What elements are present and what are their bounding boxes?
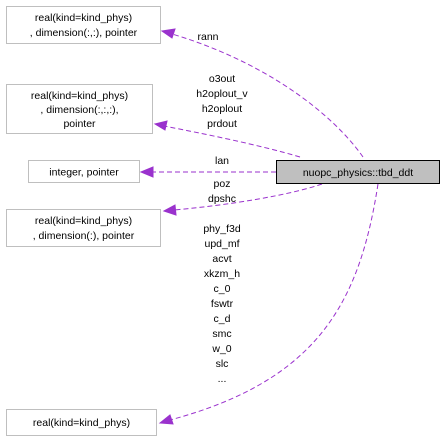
edge-label: smc bbox=[212, 328, 231, 340]
edge-label: xkzm_h bbox=[204, 268, 240, 280]
edge-poz-group: poz dpshc bbox=[162, 178, 323, 216]
node-box bbox=[6, 209, 161, 247]
type-node-real-2d-pointer[interactable]: real(kind=kind_phys) , dimension(:,:), p… bbox=[6, 6, 161, 44]
edge-label: acvt bbox=[212, 253, 231, 265]
edge-label: h2oplout bbox=[202, 103, 242, 115]
edge-label: slc bbox=[216, 358, 229, 370]
node-label-line: pointer bbox=[63, 118, 96, 130]
edge-label: w_0 bbox=[211, 343, 231, 355]
node-box bbox=[6, 84, 153, 134]
node-label-line: real(kind=kind_phys) bbox=[33, 417, 130, 429]
edge-label: fswtr bbox=[211, 298, 234, 310]
edge-label: phy_f3d bbox=[203, 223, 241, 235]
node-label-line: , dimension(:,:,:), bbox=[40, 104, 118, 116]
node-label-line: real(kind=kind_phys) bbox=[31, 90, 128, 102]
edge-lan: lan bbox=[139, 155, 276, 178]
node-label-line: real(kind=kind_phys) bbox=[35, 12, 132, 24]
edge-label: c_0 bbox=[214, 283, 231, 295]
edge-arrowhead bbox=[158, 414, 174, 425]
edge-phy-f3d-group: phy_f3d upd_mf acvt xkzm_h c_0 fswtr c_d… bbox=[158, 183, 379, 425]
edge-line bbox=[163, 125, 301, 158]
edge-label: lan bbox=[215, 155, 229, 167]
node-box bbox=[28, 160, 140, 183]
main-node-tbd-ddt[interactable]: nuopc_physics::tbd_ddt bbox=[276, 160, 440, 184]
node-box bbox=[6, 6, 161, 44]
edge-label: c_d bbox=[214, 313, 231, 325]
edge-label: prdout bbox=[207, 118, 237, 130]
node-box bbox=[6, 409, 157, 436]
edge-label: ... bbox=[218, 373, 227, 385]
type-node-real-3d-pointer[interactable]: real(kind=kind_phys) , dimension(:,:,:),… bbox=[6, 84, 153, 134]
node-label-line: real(kind=kind_phys) bbox=[35, 215, 132, 227]
edge-arrowhead bbox=[160, 28, 176, 39]
edge-label: h2oplout_v bbox=[196, 88, 248, 100]
type-node-real-1d-pointer[interactable]: real(kind=kind_phys) , dimension(:), poi… bbox=[6, 209, 161, 247]
edge-o3out-group: o3out h2oplout_v h2oplout prdout bbox=[153, 73, 301, 158]
node-label-line: , dimension(:,:), pointer bbox=[30, 27, 138, 39]
type-node-integer-pointer[interactable]: integer, pointer bbox=[28, 160, 140, 183]
node-label-line: integer, pointer bbox=[49, 167, 119, 179]
edge-label: rann bbox=[197, 31, 218, 43]
type-node-real-scalar[interactable]: real(kind=kind_phys) bbox=[6, 409, 157, 436]
edge-line bbox=[173, 183, 323, 211]
edge-arrowhead bbox=[153, 120, 168, 131]
edge-arrowhead bbox=[139, 166, 154, 178]
edge-label: poz bbox=[214, 178, 231, 190]
edge-label: dpshc bbox=[208, 193, 236, 205]
edge-line bbox=[169, 183, 379, 421]
main-node-label: nuopc_physics::tbd_ddt bbox=[303, 167, 413, 179]
edge-label: upd_mf bbox=[204, 238, 239, 250]
node-label-line: , dimension(:), pointer bbox=[33, 230, 135, 242]
edge-arrowhead bbox=[162, 204, 177, 216]
node-box bbox=[276, 160, 440, 184]
edge-label: o3out bbox=[209, 73, 235, 85]
edge-rann: rann bbox=[160, 28, 364, 158]
